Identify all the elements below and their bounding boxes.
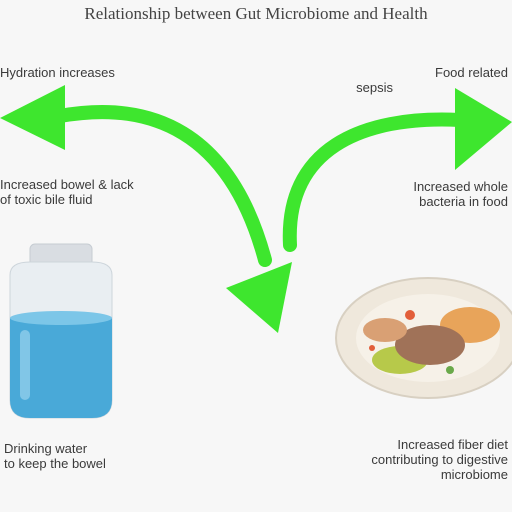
right-curved-arrow-icon [290, 88, 512, 245]
label-right-top: Food related sepsis [356, 66, 508, 96]
label-left-bottom: Drinking water to keep the bowel [4, 442, 106, 472]
page-title: Relationship between Gut Microbiome and … [0, 4, 512, 24]
water-jar-icon [10, 244, 112, 418]
food-plate-icon [336, 278, 512, 398]
label-left-top: Hydration increases [0, 66, 115, 81]
label-right-mid: Increased whole bacteria in food [413, 180, 508, 210]
label-left-mid: Increased bowel & lack of toxic bile flu… [0, 178, 134, 208]
label-right-bottom: Increased fiber diet contributing to dig… [371, 438, 508, 483]
